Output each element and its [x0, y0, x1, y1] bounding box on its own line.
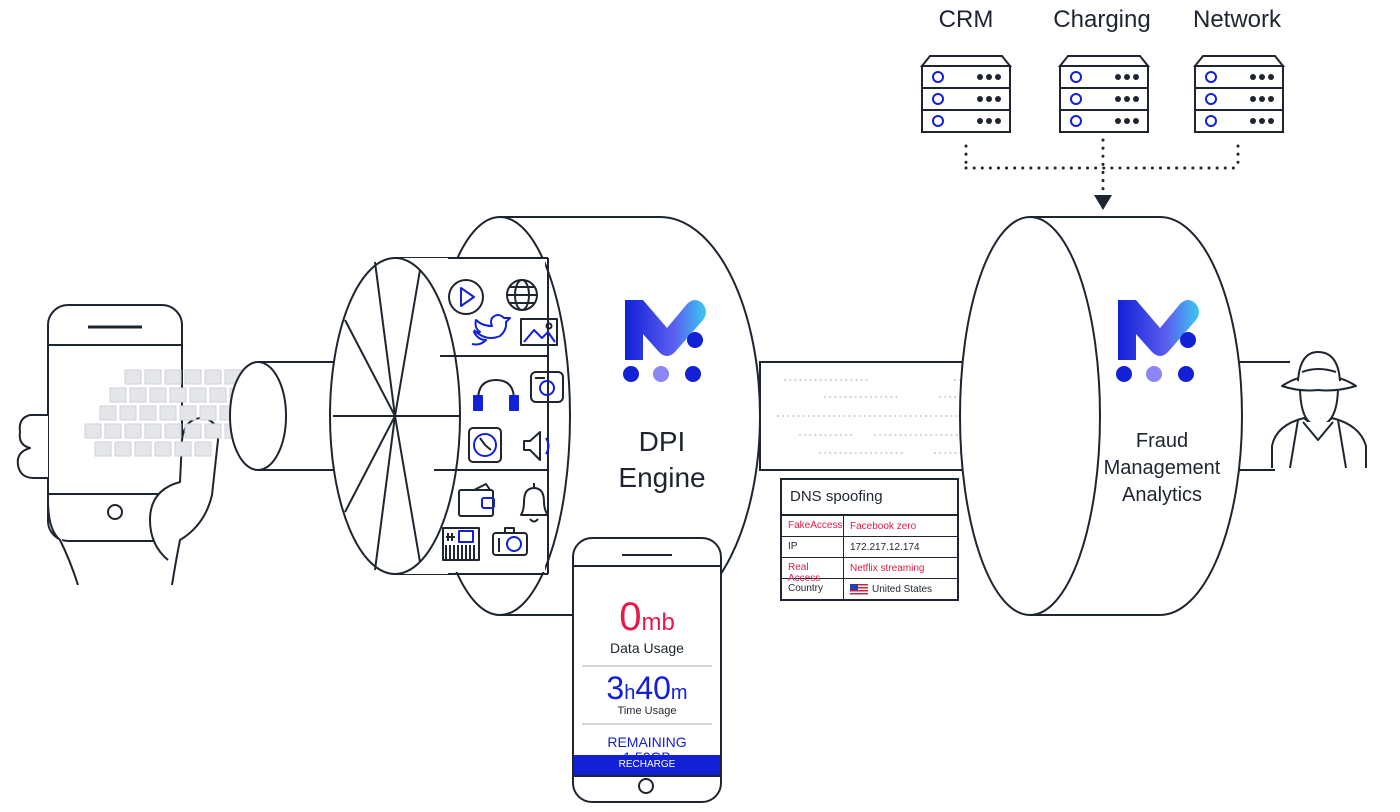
fraudster-icon: [1271, 351, 1367, 469]
speaker-icon: [523, 431, 550, 461]
bell-icon: [520, 483, 549, 523]
subscriber-phone-icon: [47, 304, 183, 542]
fraud-analytics-label: Fraud Management Analytics: [1104, 428, 1221, 509]
camera-front-icon: [530, 371, 564, 403]
time-hours-unit: h: [624, 682, 636, 704]
dns-key: Real Access: [782, 558, 844, 584]
table-row: Real Access Netflix streaming: [782, 558, 957, 584]
globe-icon: [506, 279, 538, 311]
dpi-engine-label-line1: DPI: [638, 426, 686, 457]
usage-app-screen: 0mb Data Usage 3h40m Time Usage REMAININ…: [574, 565, 720, 777]
image-icon: [520, 318, 558, 346]
dpi-engine-label-line2: Engine: [618, 462, 706, 493]
dns-value: 172.217.12.174: [850, 541, 920, 553]
network-label: Network: [1192, 6, 1282, 33]
divider: [582, 723, 712, 725]
arrow-down-icon: [1094, 195, 1112, 210]
remaining-label: REMAINING: [607, 734, 687, 750]
dpi-engine-logo: [623, 298, 706, 382]
data-usage-unit: mb: [641, 609, 675, 636]
clock-app-icon: [468, 427, 502, 463]
twitter-icon: [471, 314, 511, 346]
fraud-label-line3: Analytics: [1121, 484, 1203, 506]
app-icons: [442, 279, 564, 561]
network-server-icon: [1194, 55, 1284, 133]
crm-label: CRM: [938, 6, 994, 33]
country-name: United States: [872, 583, 933, 595]
recharge-button[interactable]: RECHARGE: [574, 755, 720, 775]
time-usage-caption: Time Usage: [617, 705, 677, 717]
camera-icon: [492, 527, 528, 556]
piano-icon: [442, 527, 480, 561]
dns-value: Facebook zero: [850, 520, 917, 532]
time-hours: 3: [606, 670, 625, 706]
charging-server-icon: [1059, 55, 1149, 133]
data-usage-number: 0: [619, 595, 642, 639]
us-flag-icon: [850, 583, 868, 595]
table-row: IP 172.217.12.174: [782, 537, 957, 558]
play-icon: [448, 279, 484, 315]
charging-label: Charging: [1053, 6, 1151, 33]
table-row: Country United States: [782, 579, 957, 599]
systems-connector: [964, 138, 1240, 194]
dns-key: Country: [782, 579, 844, 599]
dpi-engine-label: DPI Engine: [618, 424, 705, 496]
time-usage-value: 3h40m: [574, 670, 720, 707]
app-wheel: [329, 257, 549, 575]
headphones-icon: [473, 379, 519, 411]
phone-speaker: [622, 554, 672, 556]
dns-key: FakeAccess: [782, 516, 844, 536]
fraud-label-line2: Management: [1103, 457, 1221, 479]
dns-value: Netflix streaming: [850, 562, 925, 574]
fraud-label-line1: Fraud: [1135, 430, 1189, 452]
phone-home-button: [638, 778, 654, 794]
dns-spoofing-table: DNS spoofing FakeAccess Facebook zero IP…: [780, 478, 959, 601]
fraud-analytics-logo: [1116, 298, 1199, 382]
crm-server-icon: [921, 55, 1011, 133]
fraud-analytics-drum: [959, 216, 1243, 616]
table-row: FakeAccess Facebook zero: [782, 516, 957, 537]
divider: [582, 665, 712, 667]
usage-app-phone: 0mb Data Usage 3h40m Time Usage REMAININ…: [572, 537, 722, 803]
dns-value-country: United States: [844, 579, 957, 599]
time-minutes: 40: [635, 670, 671, 706]
wallet-icon: [458, 483, 495, 517]
dns-table-title: DNS spoofing: [782, 480, 957, 516]
dns-key: IP: [782, 537, 844, 557]
data-usage-caption: Data Usage: [610, 640, 684, 656]
hand-icon: [16, 414, 219, 586]
data-usage-value: 0mb: [574, 597, 720, 637]
time-minutes-unit: m: [670, 682, 688, 704]
